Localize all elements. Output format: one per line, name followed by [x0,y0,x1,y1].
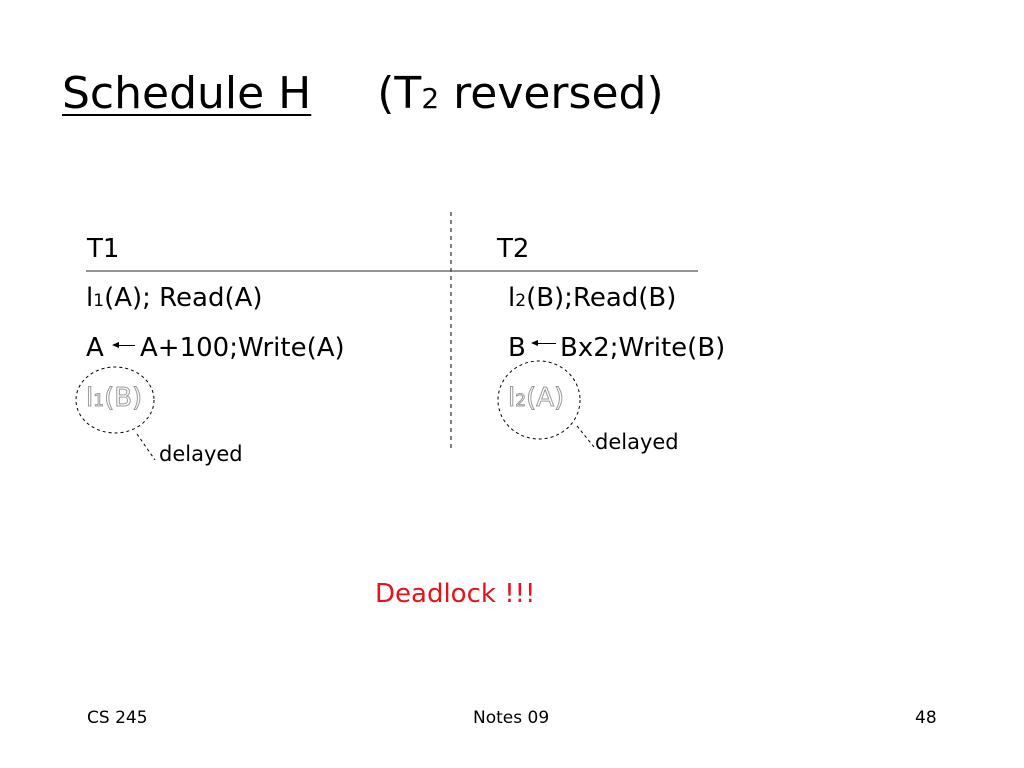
t2-row1-sub: 2 [515,291,527,311]
assign-arrow-left-icon [112,342,119,348]
title-paren-open: (T [377,68,422,119]
t2-row1: l2(B);Read(B) [508,282,676,317]
col-header-t2: T2 [497,234,530,264]
leader-left [136,433,156,461]
deadlock-label: Deadlock !!! [375,579,536,609]
assign-arrow-right-shaft [534,343,556,344]
col-header-t1: T1 [87,234,120,264]
footer-course: CS 245 [87,708,148,728]
t2-row1-lock: l [508,283,516,313]
footer-notes: Notes 09 [473,708,550,728]
t2-row3-sub: 2 [515,391,527,412]
footer-page-number: 48 [915,708,937,728]
t1-row3-delayed-lock: l1(B) [85,382,143,417]
leader-right [576,425,595,448]
t2-row3-rest: (A) [526,383,565,414]
t2-row2-left: B [508,333,526,363]
assign-arrow-right-icon [531,340,538,346]
t2-row2-right: Bx2;Write(B) [560,333,726,363]
t2-row3-delayed-lock: l2(A) [507,382,565,417]
t1-row1-sub: 1 [93,291,105,311]
delayed-label-right: delayed [595,430,679,454]
circle-right [497,360,581,440]
t1-row2-left: A [86,333,104,363]
title-main: Schedule H [62,68,312,119]
assign-arrow-left-shaft [115,345,135,346]
t1-row3-rest: (B) [104,383,143,414]
t2-row1-rest: (B);Read(B) [526,283,677,313]
t2-row3-lock: l [507,383,516,414]
circle-left [75,366,155,434]
slide-title: Schedule H (T2 reversed) [62,66,664,127]
delayed-label-left: delayed [159,442,243,466]
t1-row1-rest: (A); Read(A) [104,283,263,313]
t1-row1: l1(A); Read(A) [86,282,263,317]
t1-row3-lock: l [85,383,94,414]
t1-row1-lock: l [86,283,94,313]
title-subscript: 2 [421,82,440,115]
t1-row2-right: A+100;Write(A) [140,333,345,363]
title-paren-rest: reversed) [439,68,664,119]
t1-row3-sub: 1 [93,391,105,412]
